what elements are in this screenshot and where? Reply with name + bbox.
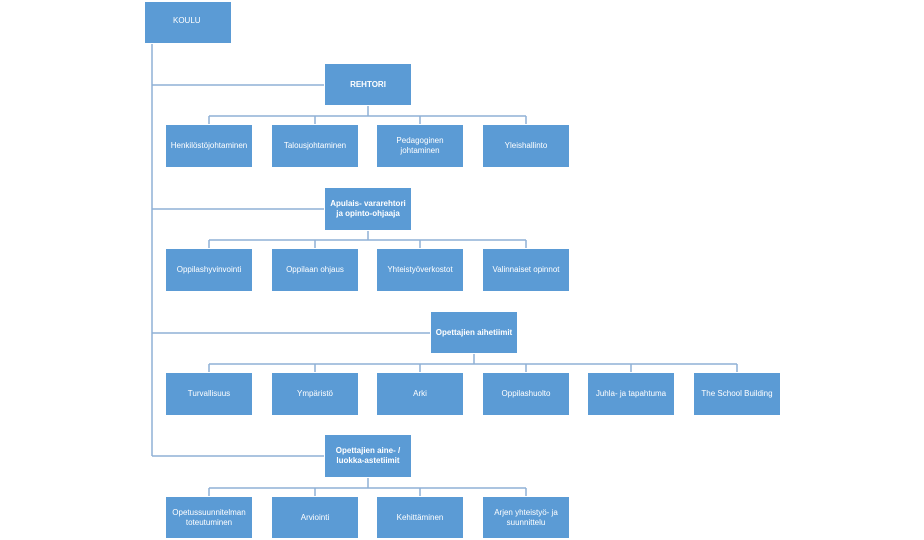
child-box: Oppilaan ohjaus [271,248,359,292]
child-box: Opetussuunnitelman toteutuminen [165,496,253,539]
child-box: Arviointi [271,496,359,539]
child-box: Oppilashyvinvointi [165,248,253,292]
child-box: Pedagoginen johtaminen [376,124,464,168]
child-box: Henkilöstöjohtaminen [165,124,253,168]
head-box-aihetiimit: Opettajien aihetiimit [430,311,518,354]
child-box: Ympäristö [271,372,359,416]
child-box: Arjen yhteistyö- ja suunnittelu [482,496,570,539]
head-box-aine-luokka-astetiimit: Opettajien aine- / luokka-astetiimit [324,434,412,478]
child-box: Kehittäminen [376,496,464,539]
child-box: Yhteistyöverkostot [376,248,464,292]
child-box: Turvallisuus [165,372,253,416]
child-box: The School Building [693,372,781,416]
child-box: Yleishallinto [482,124,570,168]
child-box: Oppilashuolto [482,372,570,416]
child-box: Juhla- ja tapahtuma [587,372,675,416]
child-box: Arki [376,372,464,416]
child-box: Valinnaiset opinnot [482,248,570,292]
head-box-apulaisrehtori: Apulais- vararehtori ja opinto-ohjaaja [324,187,412,231]
child-box: Talousjohtaminen [271,124,359,168]
head-box-rehtori: REHTORI [324,63,412,106]
root-box-koulu: KOULU [144,1,232,44]
